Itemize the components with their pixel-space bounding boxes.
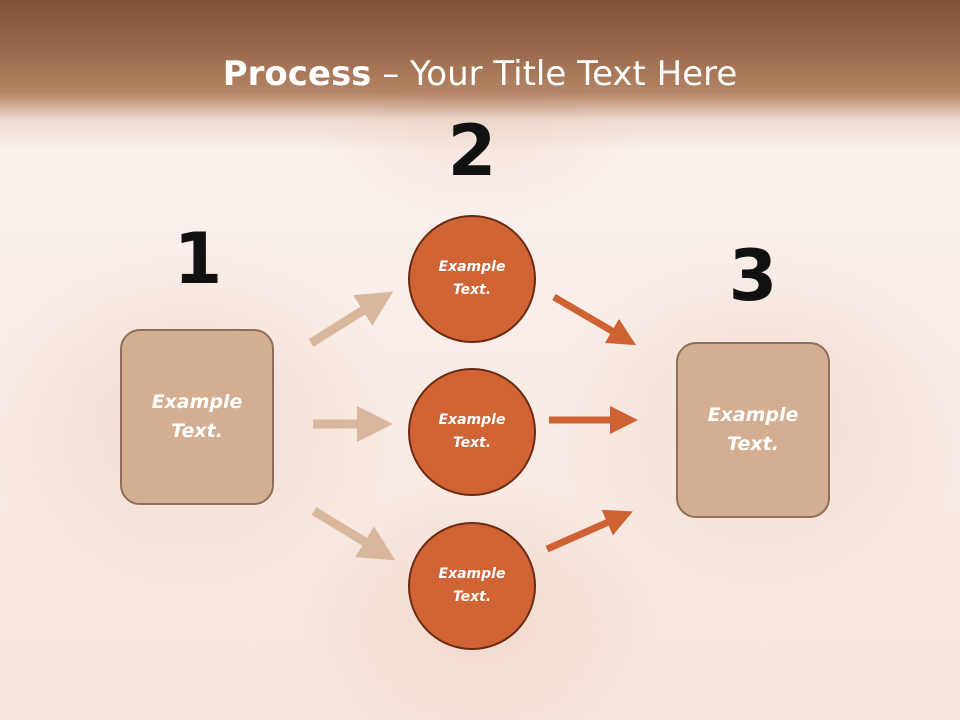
step-number-3: 3 [728, 235, 778, 317]
title-rest: – Your Title Text Here [371, 54, 738, 94]
arrow-left-to-bottom [311, 507, 396, 561]
title-bold: Process [222, 54, 372, 94]
left-step-box: Example Text. [120, 329, 274, 505]
header-band [0, 0, 960, 150]
circle-bottom: Example Text. [408, 522, 536, 650]
step-number-1: 1 [173, 218, 223, 300]
arrow-bottom-to-right [545, 509, 633, 553]
slide-title: Process – Your Title Text Here [0, 52, 960, 96]
step-number-2: 2 [447, 110, 497, 192]
arrow-left-to-top [308, 291, 394, 347]
arrow-top-to-right [552, 293, 637, 346]
circle-top: Example Text. [408, 215, 536, 343]
right-step-box: Example Text. [676, 342, 830, 518]
circle-middle: Example Text. [408, 368, 536, 496]
